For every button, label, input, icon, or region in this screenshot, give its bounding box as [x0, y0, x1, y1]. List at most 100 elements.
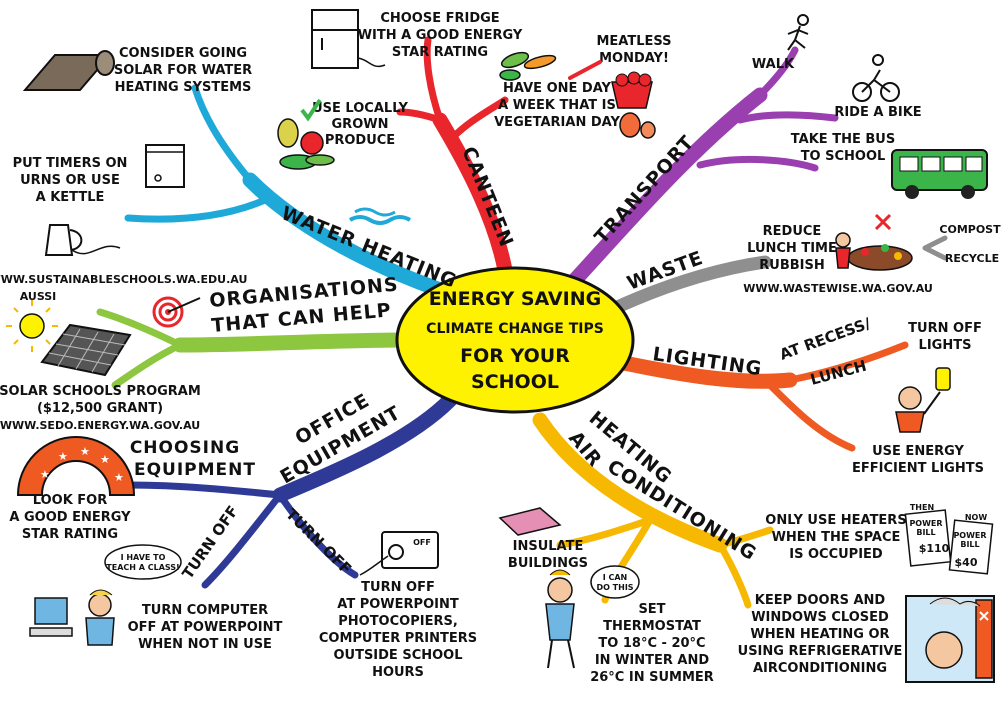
svg-text:★: ★: [58, 450, 68, 463]
canteen-tip-vegetarian: HAVE ONE DAY A WEEK THAT IS VEGETARIAN D…: [494, 81, 620, 130]
svg-text:I CAN: I CAN: [603, 573, 628, 582]
transport-tip-bus: TAKE THE BUS TO SCHOOL: [791, 132, 895, 164]
svg-text:MEATLESS: MEATLESS: [596, 34, 671, 49]
org-url-sustainable: WWW.SUSTAINABLESCHOOLS.WA.EDU.AU: [0, 273, 247, 286]
center-line-1: ENERGY SAVING: [429, 288, 601, 310]
svg-text:IN WINTER AND: IN WINTER AND: [595, 653, 710, 668]
svg-text:HAVE ONE DAY: HAVE ONE DAY: [503, 81, 611, 96]
svg-text:BILL: BILL: [916, 528, 935, 537]
svg-text:ONLY USE HEATERS: ONLY USE HEATERS: [765, 513, 906, 528]
svg-text:THEN: THEN: [910, 503, 934, 512]
speech-bubble-teacher: I HAVE TO TEACH A CLASS!: [104, 544, 182, 580]
office-tip-computer: TURN COMPUTER OFF AT POWERPOINT WHEN NOT…: [128, 603, 283, 652]
svg-text:TAKE THE BUS: TAKE THE BUS: [791, 132, 895, 147]
transport-tip-bike: RIDE A BIKE: [834, 105, 921, 120]
svg-text:OFF AT POWERPOINT: OFF AT POWERPOINT: [128, 620, 283, 635]
svg-text:A GOOD ENERGY: A GOOD ENERGY: [9, 510, 131, 525]
svg-text:PHOTOCOPIERS,: PHOTOCOPIERS,: [338, 614, 458, 629]
svg-text:CHOOSE FRIDGE: CHOOSE FRIDGE: [380, 11, 499, 26]
branch-heating: [532, 412, 774, 609]
branch-canteen: [396, 36, 513, 278]
office-turn-off-a: TURN OFF: [179, 502, 242, 582]
svg-text:$110: $110: [919, 542, 950, 555]
svg-text:($12,500 GRANT): ($12,500 GRANT): [37, 401, 163, 416]
svg-text:RUBBISH: RUBBISH: [759, 258, 824, 273]
solar-panel-icon: [40, 323, 132, 377]
heating-tip-heaters: ONLY USE HEATERS WHEN THE SPACE IS OCCUP…: [765, 513, 906, 562]
lighting-sub-1: AT RECESS/: [777, 314, 873, 364]
lighting-tip-turn-off: TURN OFF LIGHTS: [908, 321, 982, 353]
person-with-bulb-icon: [895, 367, 951, 433]
heating-tip-doors: KEEP DOORS AND WINDOWS CLOSED WHEN HEATI…: [738, 593, 903, 676]
svg-text:A KETTLE: A KETTLE: [36, 190, 105, 205]
svg-text:CONSIDER GOING: CONSIDER GOING: [119, 46, 247, 61]
svg-text:STAR RATING: STAR RATING: [22, 527, 118, 542]
svg-text:TO SCHOOL: TO SCHOOL: [801, 149, 886, 164]
org-aussi: AUSSI: [20, 290, 57, 303]
svg-text:PUT TIMERS ON: PUT TIMERS ON: [13, 156, 128, 171]
thermostat-person-icon: [545, 569, 575, 669]
speech-bubble-thermostat: I CAN DO THIS: [590, 565, 640, 599]
svg-text:KEEP DOORS AND: KEEP DOORS AND: [755, 593, 886, 608]
svg-text:HOURS: HOURS: [372, 665, 424, 680]
heating-tip-insulate: INSULATE BUILDINGS: [508, 539, 588, 571]
svg-text:TO 18°C - 20°C: TO 18°C - 20°C: [598, 636, 705, 651]
svg-text:SET: SET: [638, 602, 665, 617]
svg-text:POWER: POWER: [909, 519, 942, 528]
lighting-sub-2: LUNCH: [808, 357, 868, 389]
svg-text:DO THIS: DO THIS: [596, 583, 633, 592]
computer-teacher-icon: [29, 589, 115, 646]
insulation-icon: [498, 507, 562, 536]
water-tip-solar: CONSIDER GOING SOLAR FOR WATER HEATING S…: [114, 46, 252, 95]
svg-text:USING REFRIGERATIVE: USING REFRIGERATIVE: [738, 644, 903, 659]
svg-text:PRODUCE: PRODUCE: [325, 133, 395, 148]
svg-text:TURN COMPUTER: TURN COMPUTER: [142, 603, 268, 618]
office-choosing-equipment: CHOOSING EQUIPMENT: [130, 438, 256, 480]
canteen-tip-meatless: MEATLESS MONDAY!: [568, 34, 672, 80]
power-bill-icon: THEN NOW POWER BILL POWER BILL $110 $40: [904, 503, 994, 575]
svg-text:HEATING SYSTEMS: HEATING SYSTEMS: [115, 80, 252, 95]
produce-icon: [277, 98, 335, 170]
tomato-basket-icon: [611, 71, 656, 139]
svg-text:IS OCCUPIED: IS OCCUPIED: [789, 547, 883, 562]
svg-text:EQUIPMENT: EQUIPMENT: [134, 460, 256, 480]
svg-text:STAR RATING: STAR RATING: [392, 45, 488, 60]
transport-title: TRANSPORT: [590, 131, 698, 248]
svg-text:WHEN NOT IN USE: WHEN NOT IN USE: [138, 637, 272, 652]
svg-text:URNS OR USE: URNS OR USE: [20, 173, 120, 188]
svg-text:CHOOSING: CHOOSING: [130, 438, 240, 458]
svg-text:GROWN: GROWN: [332, 117, 389, 132]
branch-lighting: [602, 341, 909, 452]
svg-text:AT POWERPOINT: AT POWERPOINT: [337, 597, 459, 612]
svg-text:POWER: POWER: [953, 531, 986, 540]
bus-icon: [891, 149, 988, 199]
svg-text:TEACH A CLASS!: TEACH A CLASS!: [106, 563, 179, 572]
center-line-4: SCHOOL: [471, 371, 559, 393]
branch-organisations: [96, 308, 418, 389]
svg-text:COMPUTER PRINTERS: COMPUTER PRINTERS: [319, 631, 477, 646]
svg-text:VEGETARIAN DAY: VEGETARIAN DAY: [494, 115, 620, 130]
waste-url: WWW.WASTEWISE.WA.GOV.AU: [743, 282, 933, 295]
walking-person-icon: [787, 14, 809, 51]
svg-text:WITH A GOOD ENERGY: WITH A GOOD ENERGY: [358, 28, 523, 43]
svg-text:TURN OFF: TURN OFF: [908, 321, 982, 336]
branch-transport: [567, 46, 839, 288]
waste-tip-reduce: REDUCE LUNCH TIME RUBBISH: [747, 224, 837, 273]
office-turn-off-b: TURN OFF: [282, 505, 355, 578]
bike-icon: [852, 54, 900, 102]
sun-icon: [6, 300, 58, 352]
svg-text:USE ENERGY: USE ENERGY: [872, 444, 964, 459]
org-url-sedo: WWW.SEDO.ENERGY.WA.GOV.AU: [0, 419, 200, 432]
svg-text:INSULATE: INSULATE: [513, 539, 584, 554]
fridge-icon: [311, 9, 386, 69]
water-tip-timers: PUT TIMERS ON URNS OR USE A KETTLE: [13, 156, 128, 205]
svg-text:THERMOSTAT: THERMOSTAT: [603, 619, 701, 634]
svg-text:BUILDINGS: BUILDINGS: [508, 556, 588, 571]
svg-text:REDUCE: REDUCE: [763, 224, 822, 239]
lighting-tip-efficient: USE ENERGY EFFICIENT LIGHTS: [852, 444, 984, 476]
svg-text:EFFICIENT LIGHTS: EFFICIENT LIGHTS: [852, 461, 984, 476]
svg-text:BILL: BILL: [960, 540, 979, 549]
svg-text:★: ★: [114, 471, 124, 484]
canteen-tip-produce: USE LOCALLY GROWN PRODUCE: [312, 101, 408, 148]
